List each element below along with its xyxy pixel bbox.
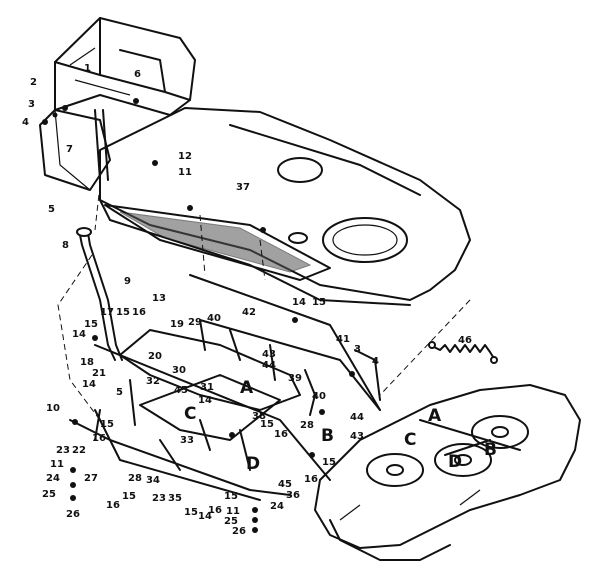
part-label-18: 18 xyxy=(80,357,94,368)
steering-column xyxy=(76,109,123,361)
part-label-3b: 3 xyxy=(354,344,361,355)
part-label-46: 46 xyxy=(458,335,472,346)
part-label-16e: 16 xyxy=(208,505,222,516)
part-label-8: 8 xyxy=(62,240,69,251)
part-label-15b: 15 xyxy=(116,307,130,318)
part-label-43: 43 xyxy=(262,349,276,360)
part-label-23b: 23 xyxy=(152,493,166,504)
part-label-40b: 40 xyxy=(312,391,326,402)
part-label-16f: 16 xyxy=(304,474,318,485)
part-label-24b: 24 xyxy=(270,501,284,512)
part-label-26b: 26 xyxy=(232,526,246,537)
part-label-16c: 16 xyxy=(92,433,106,444)
fasteners xyxy=(42,98,355,533)
part-label-40: 40 xyxy=(207,313,221,324)
part-label-45: 45 xyxy=(174,385,188,396)
part-label-28b: 28 xyxy=(128,473,142,484)
part-label-17: 17 xyxy=(100,307,114,318)
part-label-7: 7 xyxy=(66,144,73,155)
part-label-9: 9 xyxy=(124,276,131,287)
mower-deck xyxy=(314,384,581,561)
seat-frame xyxy=(39,17,196,191)
part-label-14b: 14 xyxy=(72,329,86,340)
part-label-20: 20 xyxy=(148,351,162,362)
part-label-41: 41 xyxy=(336,334,350,345)
part-label-2: 2 xyxy=(30,77,37,88)
part-label-14: 14 xyxy=(292,297,306,308)
part-label-15c: 15 xyxy=(84,319,98,330)
part-label-45b: 45 xyxy=(278,479,292,490)
deck-letter-b: B xyxy=(484,440,497,460)
part-label-16b: 16 xyxy=(274,429,288,440)
part-label-42: 42 xyxy=(242,307,256,318)
section-letter-c: C xyxy=(184,404,197,424)
part-label-39: 39 xyxy=(288,373,302,384)
part-label-4b: 4 xyxy=(372,356,379,367)
part-label-21: 21 xyxy=(92,368,106,379)
part-label-44b: 44 xyxy=(350,412,364,423)
part-label-19: 19 xyxy=(170,319,184,330)
part-label-11b: 11 xyxy=(50,459,64,470)
part-label-32: 32 xyxy=(146,376,160,387)
part-label-44: 44 xyxy=(262,360,276,371)
deck-linkage xyxy=(69,274,381,501)
part-label-16: 16 xyxy=(132,307,146,318)
part-label-12: 12 xyxy=(178,151,192,162)
part-label-31: 31 xyxy=(200,382,214,393)
part-label-25: 25 xyxy=(42,489,56,500)
part-label-14c: 14 xyxy=(82,379,96,390)
part-label-36: 36 xyxy=(286,490,300,501)
section-letter-d: D xyxy=(246,454,261,474)
part-label-15i: 15 xyxy=(322,457,336,468)
part-label-25b: 25 xyxy=(224,516,238,527)
part-label-37: 37 xyxy=(236,182,250,193)
part-label-43b: 43 xyxy=(350,431,364,442)
part-label-14d: 14 xyxy=(198,395,212,406)
part-label-26: 26 xyxy=(66,509,80,520)
chassis-body xyxy=(99,107,471,306)
deck-letter-d: D xyxy=(448,452,463,472)
part-label-10: 10 xyxy=(46,403,60,414)
part-label-15h: 15 xyxy=(224,491,238,502)
part-label-27: 27 xyxy=(84,473,98,484)
part-label-35: 35 xyxy=(168,493,182,504)
part-label-28: 28 xyxy=(300,420,314,431)
reference-lines xyxy=(57,184,471,421)
part-label-34: 34 xyxy=(146,475,160,486)
part-label-14e: 14 xyxy=(198,511,212,522)
part-label-5b: 5 xyxy=(116,387,123,398)
part-label-15e: 15 xyxy=(100,419,114,430)
section-letter-a: A xyxy=(240,378,254,398)
part-label-15: 15 xyxy=(312,297,326,308)
deck-letter-a: A xyxy=(428,406,442,426)
part-label-15g: 15 xyxy=(184,507,198,518)
part-label-23: 23 xyxy=(56,445,70,456)
deck-letter-c: C xyxy=(404,430,417,450)
part-label-11: 11 xyxy=(178,167,192,178)
part-label-15d: 15 xyxy=(260,419,274,430)
part-label-29: 29 xyxy=(188,317,202,328)
part-label-30: 30 xyxy=(172,365,186,376)
part-label-5: 5 xyxy=(48,204,55,215)
part-label-33: 33 xyxy=(180,435,194,446)
part-label-24: 24 xyxy=(46,473,60,484)
part-label-4: 4 xyxy=(22,117,29,128)
part-label-22: 22 xyxy=(72,445,86,456)
part-label-38: 38 xyxy=(252,411,266,422)
part-label-11c: 11 xyxy=(226,506,240,517)
spring-46 xyxy=(428,341,498,364)
section-letter-b: B xyxy=(321,426,334,446)
part-label-15f: 15 xyxy=(122,491,136,502)
part-label-16d: 16 xyxy=(106,500,120,511)
part-label-13: 13 xyxy=(152,293,166,304)
part-label-1: 1 xyxy=(84,63,91,74)
part-label-6: 6 xyxy=(134,69,141,80)
part-label-3: 3 xyxy=(28,99,35,110)
